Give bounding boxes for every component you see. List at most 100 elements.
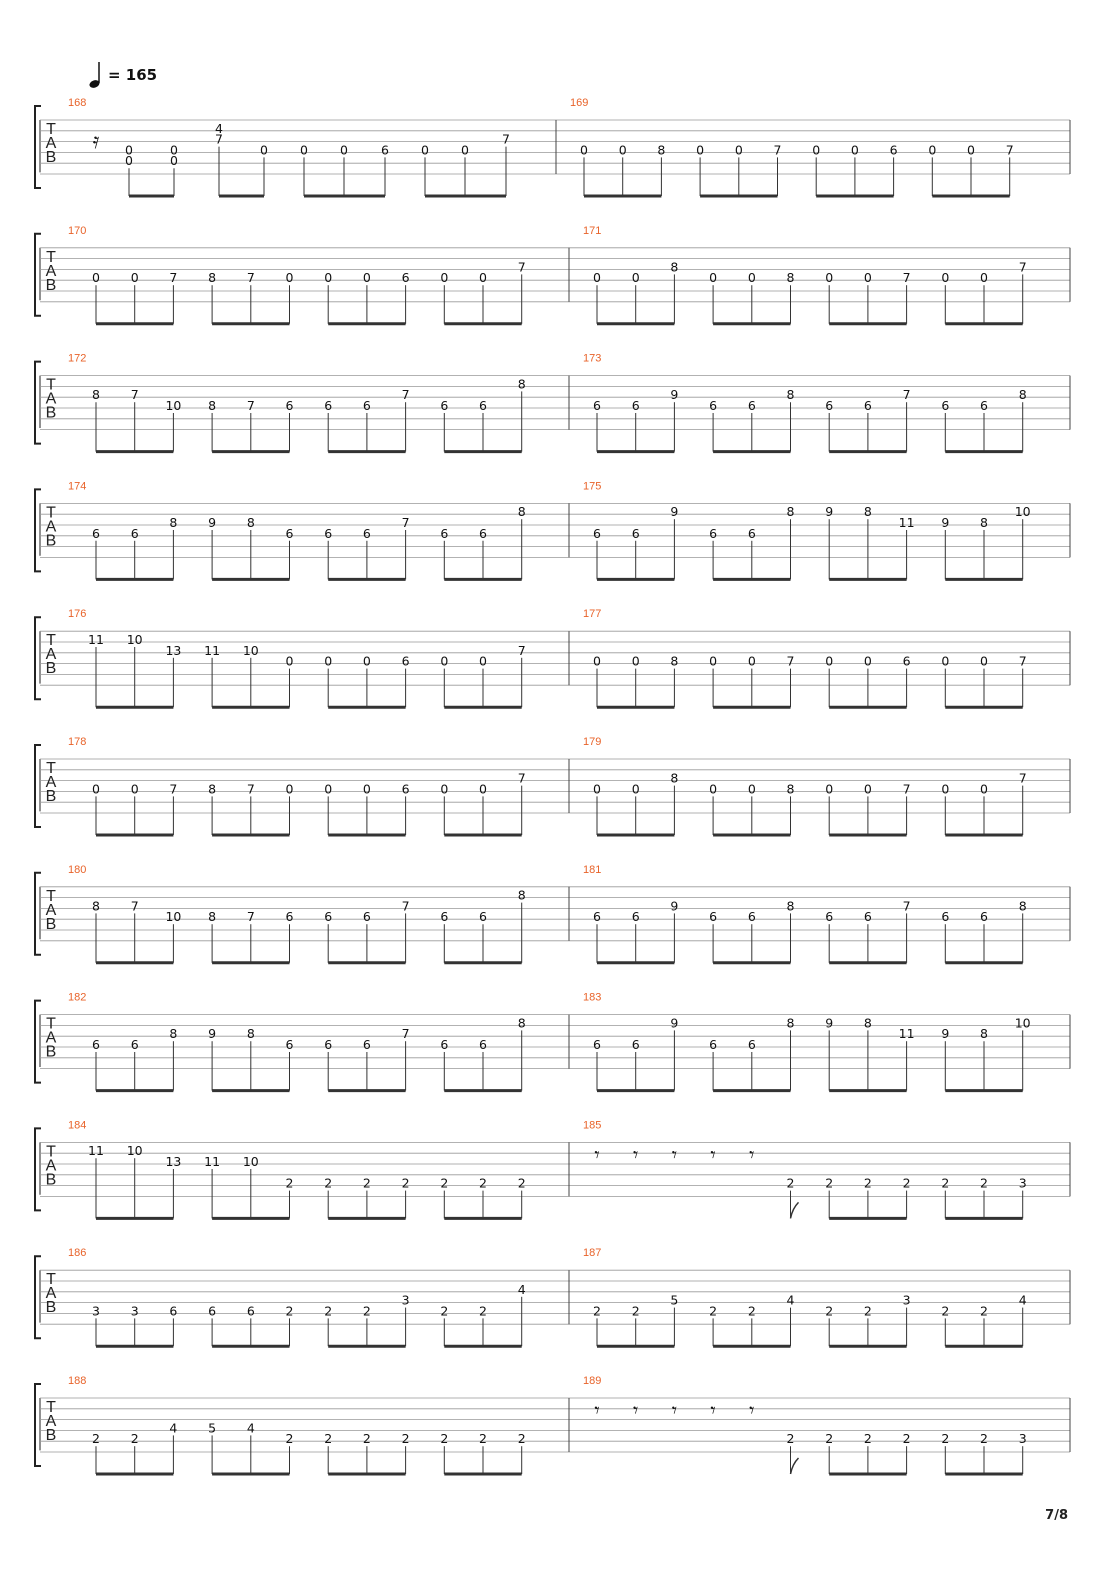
fret-number: 6 bbox=[208, 1303, 216, 1318]
fret-number: 6 bbox=[440, 398, 448, 413]
bar-number: 186 bbox=[68, 1247, 86, 1259]
fret-number: 7 bbox=[247, 781, 255, 796]
fret-number: 9 bbox=[941, 515, 949, 530]
fret-number: 6 bbox=[890, 142, 898, 157]
fret-number: 10 bbox=[165, 398, 181, 413]
bar-number: 168 bbox=[68, 97, 86, 109]
fret-number: 10 bbox=[165, 909, 181, 924]
fret-number: 6 bbox=[247, 1303, 255, 1318]
fret-number: 7 bbox=[1019, 654, 1027, 669]
fret-number: 0 bbox=[92, 781, 100, 796]
tab-clef-letter: B bbox=[46, 660, 57, 677]
fret-number: 2 bbox=[324, 1303, 332, 1318]
fret-number: 4 bbox=[518, 1282, 526, 1297]
fret-number: 0 bbox=[324, 654, 332, 669]
fret-number: 0 bbox=[92, 270, 100, 285]
fret-number: 2 bbox=[363, 1431, 371, 1446]
fret-number: 8 bbox=[980, 515, 988, 530]
fret-number: 0 bbox=[421, 142, 429, 157]
fret-number: 2 bbox=[479, 1176, 487, 1191]
fret-number: 6 bbox=[479, 1037, 487, 1052]
fret-number: 7 bbox=[1019, 259, 1027, 274]
fret-number: 4 bbox=[1019, 1293, 1027, 1308]
fret-number: 6 bbox=[709, 398, 717, 413]
tab-clef-letter: A bbox=[46, 1285, 57, 1302]
fret-number: 2 bbox=[825, 1176, 833, 1191]
fret-number: 6 bbox=[903, 654, 911, 669]
tab-clef-letter: T bbox=[46, 1271, 56, 1288]
fret-number: 0 bbox=[286, 781, 294, 796]
fret-number: 8 bbox=[518, 504, 526, 519]
fret-number: 6 bbox=[402, 654, 410, 669]
fret-number: 8 bbox=[208, 909, 216, 924]
bar-number: 175 bbox=[583, 480, 601, 492]
fret-number: 0 bbox=[593, 270, 601, 285]
tab-clef-letter: B bbox=[46, 788, 57, 805]
fret-number: 0 bbox=[170, 153, 178, 168]
bar-number: 173 bbox=[583, 353, 601, 365]
fret-number: 6 bbox=[286, 1037, 294, 1052]
fret-number: 8 bbox=[787, 387, 795, 402]
fret-number: 7 bbox=[903, 270, 911, 285]
fret-number: 8 bbox=[169, 515, 177, 530]
fret-number: 0 bbox=[363, 781, 371, 796]
fret-number: 8 bbox=[980, 1026, 988, 1041]
tab-clef-letter: B bbox=[46, 1299, 57, 1316]
fret-number: 8 bbox=[1019, 898, 1027, 913]
fret-number: 0 bbox=[286, 270, 294, 285]
bar-number: 188 bbox=[68, 1375, 86, 1387]
tab-clef-letter: A bbox=[46, 263, 57, 280]
fret-number: 0 bbox=[461, 142, 469, 157]
fret-number: 7 bbox=[169, 781, 177, 796]
fret-number: 8 bbox=[787, 1015, 795, 1030]
fret-number: 10 bbox=[1015, 1015, 1031, 1030]
fret-number: 2 bbox=[286, 1303, 294, 1318]
fret-number: 0 bbox=[300, 142, 308, 157]
fret-number: 8 bbox=[670, 771, 678, 786]
fret-number: 6 bbox=[941, 909, 949, 924]
fret-number: 0 bbox=[593, 654, 601, 669]
fret-number: 6 bbox=[980, 909, 988, 924]
sixteenth-rest-icon: 𝄿 bbox=[93, 129, 100, 154]
fret-number: 9 bbox=[825, 1015, 833, 1030]
fret-number: 7 bbox=[502, 132, 510, 147]
fret-number: 0 bbox=[580, 142, 588, 157]
bar-number: 180 bbox=[68, 864, 86, 876]
fret-number: 0 bbox=[479, 781, 487, 796]
fret-number: 2 bbox=[941, 1176, 949, 1191]
fret-number: 2 bbox=[286, 1431, 294, 1446]
fret-number: 0 bbox=[131, 270, 139, 285]
fret-number: 0 bbox=[864, 270, 872, 285]
tab-clef-letter: B bbox=[46, 277, 57, 294]
fret-number: 2 bbox=[980, 1176, 988, 1191]
fret-number: 0 bbox=[286, 654, 294, 669]
fret-number: 0 bbox=[632, 654, 640, 669]
system-bracket bbox=[34, 871, 41, 956]
bar-number: 181 bbox=[583, 864, 601, 876]
fret-number: 8 bbox=[208, 270, 216, 285]
fret-number: 0 bbox=[170, 142, 178, 157]
fret-number: 6 bbox=[593, 526, 601, 541]
eighth-rest-icon: 𝄾 bbox=[594, 1398, 599, 1422]
fret-number: 6 bbox=[632, 909, 640, 924]
tab-clef-letter: B bbox=[46, 1044, 57, 1061]
fret-number: 7 bbox=[402, 387, 410, 402]
fret-number: 6 bbox=[825, 909, 833, 924]
fret-number: 3 bbox=[1019, 1431, 1027, 1446]
fret-number: 6 bbox=[864, 398, 872, 413]
tab-clef-letter: T bbox=[46, 888, 56, 905]
bar-number: 176 bbox=[68, 608, 86, 620]
fret-number: 0 bbox=[928, 142, 936, 157]
fret-number: 8 bbox=[169, 1026, 177, 1041]
fret-number: 2 bbox=[748, 1303, 756, 1318]
fret-number: 6 bbox=[748, 398, 756, 413]
fret-number: 8 bbox=[92, 898, 100, 913]
fret-number: 0 bbox=[825, 654, 833, 669]
fret-number: 6 bbox=[479, 909, 487, 924]
fret-number: 0 bbox=[709, 270, 717, 285]
system-bracket bbox=[34, 105, 41, 189]
fret-number: 4 bbox=[215, 121, 223, 136]
